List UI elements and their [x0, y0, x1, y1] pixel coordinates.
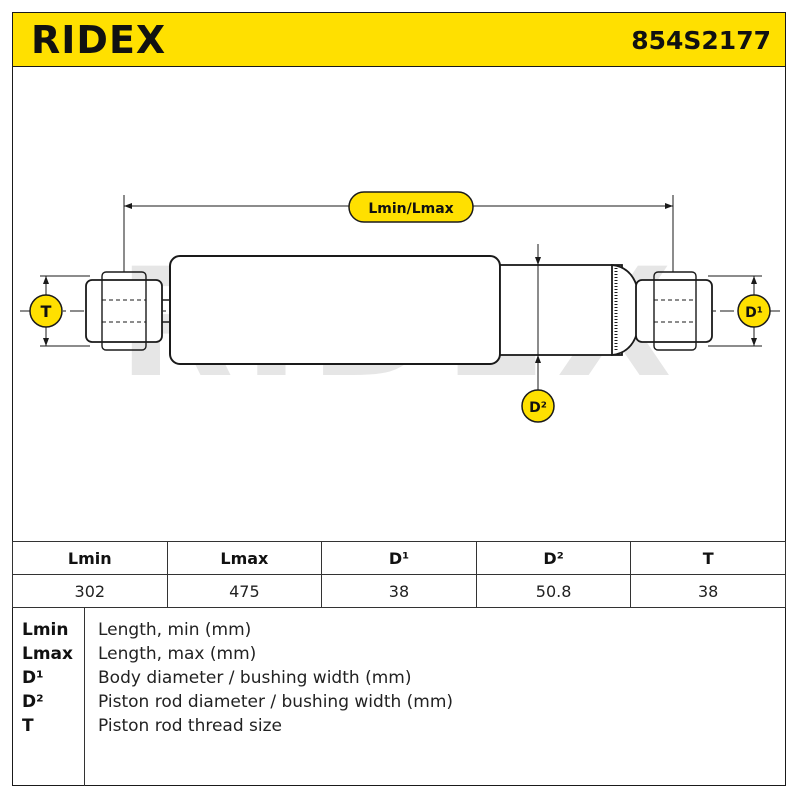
body-diameter-label: D¹: [745, 305, 763, 321]
body-tube: [169, 255, 501, 365]
header-lmin: Lmin: [12, 541, 168, 575]
value-lmax: 475: [166, 574, 323, 608]
legend-desc: Piston rod thread size: [98, 716, 283, 736]
thread-badge: [29, 294, 63, 328]
piston-rod-cover: [499, 264, 623, 356]
header-t: T: [630, 541, 786, 575]
length-label: Lmin/Lmax: [368, 201, 453, 217]
list-item: T Piston rod thread size: [12, 716, 786, 740]
legend-section: [12, 607, 786, 786]
part-number: 854S2177: [631, 26, 771, 55]
table-header-row: Lmin Lmax D¹ D² T: [12, 541, 786, 575]
legend-desc: Body diameter / bushing width (mm): [98, 668, 412, 688]
left-bushing: [85, 279, 163, 343]
header-d1: D¹: [321, 541, 477, 575]
legend-key: D²: [22, 692, 44, 712]
legend-key: Lmax: [22, 644, 73, 664]
legend-desc: Length, max (mm): [98, 644, 257, 664]
rod-diameter-badge: [521, 389, 555, 423]
list-item: Lmin Length, min (mm): [12, 620, 786, 644]
value-d1: 38: [321, 574, 477, 608]
length-badge: [348, 191, 474, 223]
legend-divider: [84, 607, 85, 786]
legend-desc: Length, min (mm): [98, 620, 252, 640]
body-diameter-badge: [737, 294, 771, 328]
table-row: 302 475 38 50.8 38: [12, 574, 786, 608]
dimensions-table: Lmin Lmax D¹ D² T 302 475 38 50.8 38: [12, 541, 786, 608]
value-lmin: 302: [12, 574, 168, 608]
thread-label: T: [41, 302, 52, 321]
legend-key: Lmin: [22, 620, 69, 640]
list-item: D² Piston rod diameter / bushing width (…: [12, 692, 786, 716]
list-item: Lmax Length, max (mm): [12, 644, 786, 668]
legend-key: T: [22, 716, 34, 736]
rod-diameter-label: D²: [529, 400, 547, 416]
value-d2: 50.8: [475, 574, 632, 608]
header-bar: RIDEX 854S2177: [12, 12, 786, 67]
right-bushing: [635, 279, 713, 343]
legend-desc: Piston rod diameter / bushing width (mm): [98, 692, 454, 712]
right-bushing-ring: [653, 271, 697, 351]
list-item: D¹ Body diameter / bushing width (mm): [12, 668, 786, 692]
legend-key: D¹: [22, 668, 44, 688]
brand-logo: RIDEX: [31, 18, 167, 62]
header-lmax: Lmax: [166, 541, 323, 575]
value-t: 38: [630, 574, 786, 608]
header-d2: D²: [475, 541, 632, 575]
